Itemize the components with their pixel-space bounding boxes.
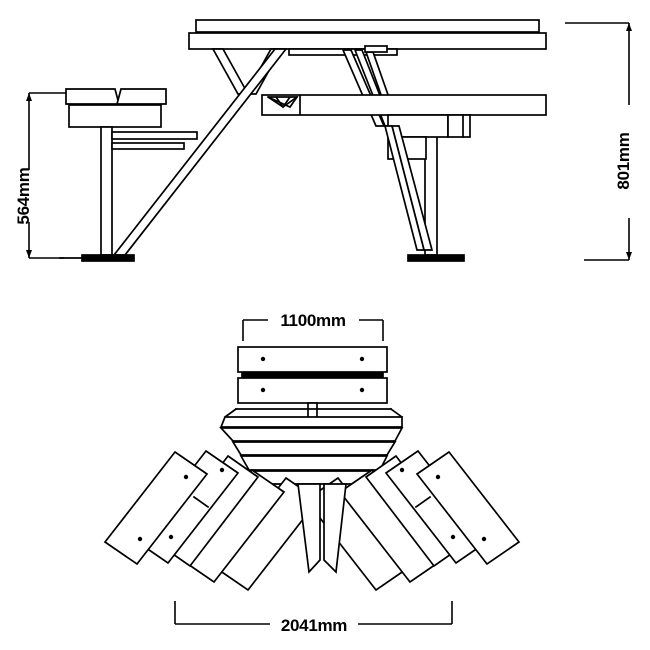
bolt-dot [168, 534, 174, 540]
side-elevation-view [59, 19, 547, 262]
right-brace-fixing-block [364, 45, 388, 53]
left-post-base-plate [81, 254, 135, 262]
right-bench-plank-outer [415, 450, 521, 566]
table-chamfer-left-b [223, 407, 238, 419]
right-under-seat-block-b [447, 114, 471, 138]
dim-564-arrow-bottom [26, 250, 32, 258]
right-lower-member-b [383, 125, 426, 251]
table-chamfer-right [389, 407, 404, 419]
table-slat-4 [239, 455, 389, 471]
bolt-dot [435, 474, 441, 480]
bolt-dot [260, 387, 266, 393]
right-seat-notch-line-1 [266, 95, 285, 109]
backrest-plank-upper [237, 346, 388, 373]
dimension-label-2041mm: 2041mm [281, 616, 347, 635]
bolt-dot [450, 534, 456, 540]
table-slat-1 [219, 416, 403, 428]
table-slat-2 [219, 427, 404, 442]
bolt-dot [359, 356, 365, 362]
left-rail-upper [111, 131, 198, 140]
plan-view [103, 346, 521, 592]
dimension-label-801mm: 801mm [614, 132, 633, 189]
right-seat-plank [261, 94, 547, 116]
centre-v-slat-left [297, 483, 321, 574]
bolt-dot [399, 467, 405, 473]
right-seat-v-notch [267, 96, 299, 109]
left-rail-lower [111, 142, 185, 150]
right-post-base-plate [407, 254, 465, 262]
bolt-dot [481, 536, 487, 542]
left-seat-slat-2 [115, 88, 167, 105]
right-bench-inner-joint [414, 495, 432, 509]
left-seat-slat-1 [65, 88, 121, 105]
left-bench-inner-joint [192, 495, 210, 509]
dimension-label-1100mm: 1100mm [280, 311, 345, 330]
dimension-2041mm [174, 601, 453, 625]
dimension-801mm [565, 22, 632, 261]
bolt-dot [260, 356, 266, 362]
backrest-gap-bar [241, 372, 384, 378]
dimension-label-564mm: 564mm [14, 167, 33, 224]
backrest-plank-lower [237, 377, 388, 404]
left-seat-support-beam [68, 104, 162, 128]
dimension-564mm [26, 92, 66, 259]
dim-801-arrow-bottom [626, 252, 632, 260]
bolt-dot [359, 387, 365, 393]
dim-564-arrow-top [26, 93, 32, 101]
left-bench-plank-outer [103, 450, 209, 566]
right-seat-notch-line-2 [281, 95, 299, 109]
table-slat-3 [231, 441, 397, 456]
centre-v-slat-right [323, 483, 347, 574]
dim-801-arrow-top [626, 23, 632, 31]
bolt-dot [219, 467, 225, 473]
bolt-dot [137, 536, 143, 542]
bolt-dot [183, 474, 189, 480]
dimension-1100mm [242, 319, 384, 341]
left-post [100, 126, 113, 256]
left-diagonal-brace-inner [211, 48, 250, 95]
table-top-upper-slab [195, 19, 540, 33]
